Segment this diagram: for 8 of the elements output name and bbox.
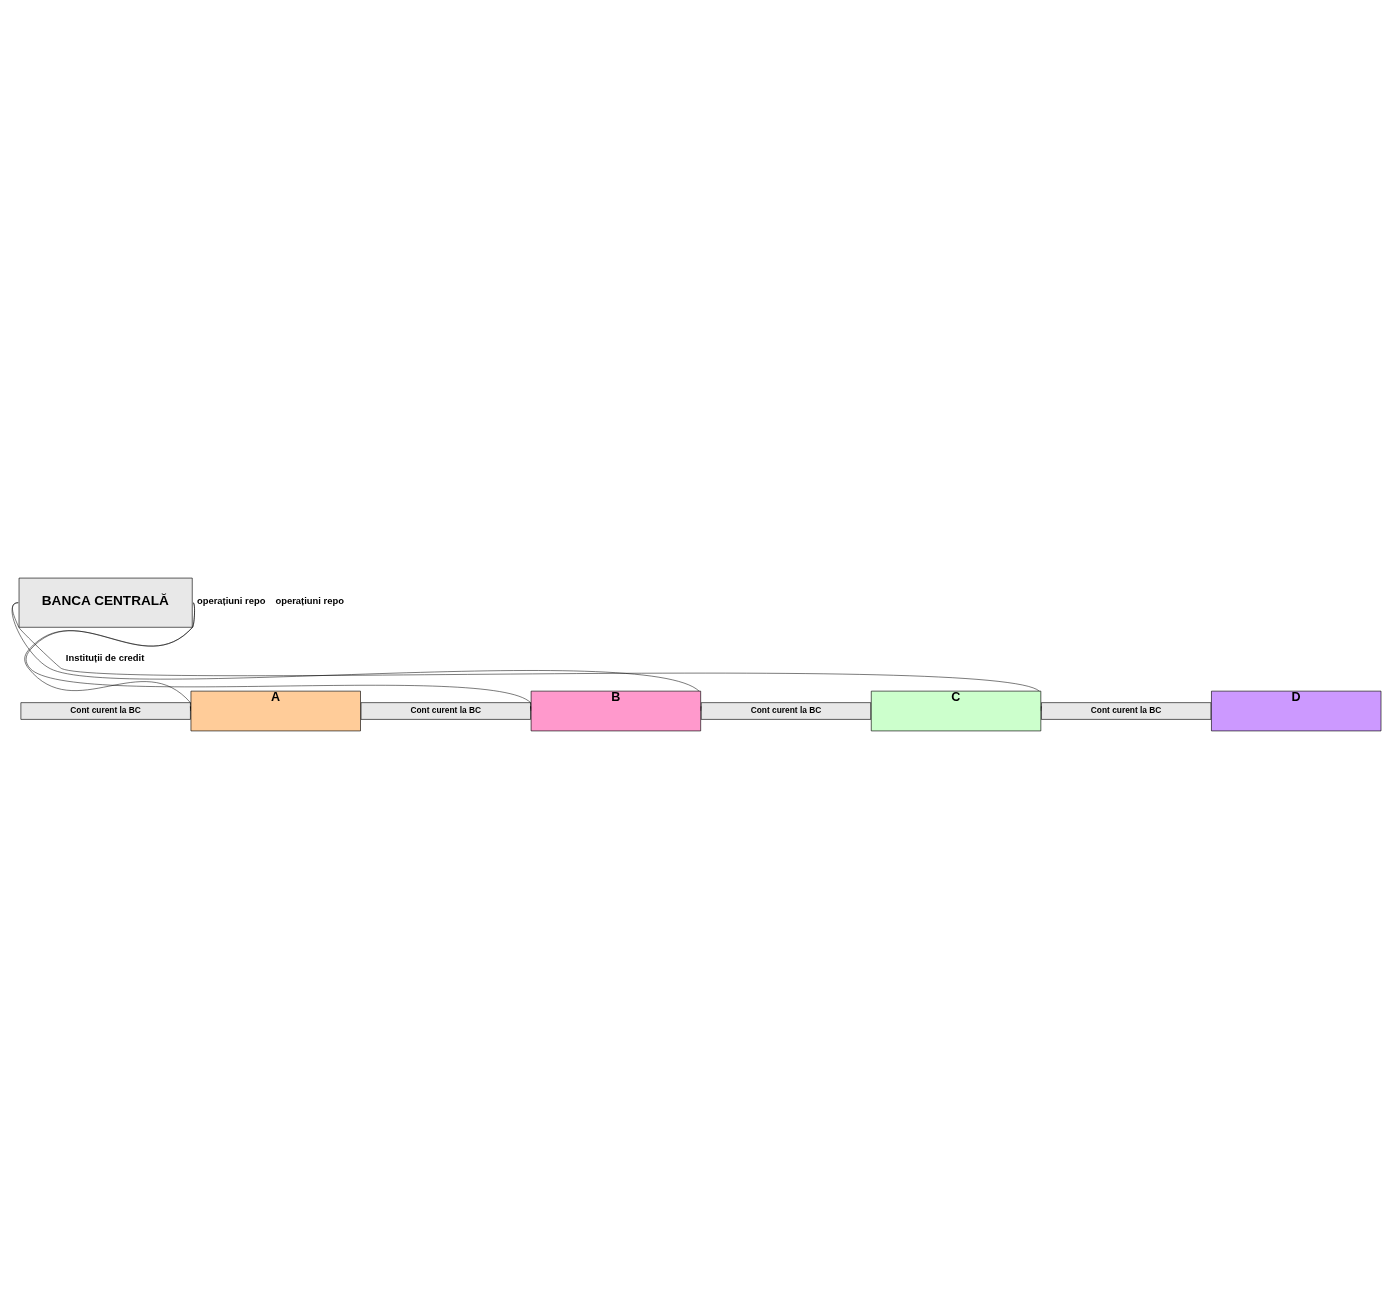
node-box: Cont curent la BC: [20, 702, 191, 720]
node-box: Cont curent la BC: [360, 702, 531, 720]
label: Instituții de credit: [65, 651, 145, 663]
node-box: Cont curent la BC: [1041, 702, 1212, 720]
node-box: BANCA CENTRALĂ: [18, 577, 193, 628]
label: operațiuni repo: [275, 595, 344, 607]
node-box: D: [1211, 690, 1382, 732]
label: operațiuni repo: [196, 595, 266, 607]
